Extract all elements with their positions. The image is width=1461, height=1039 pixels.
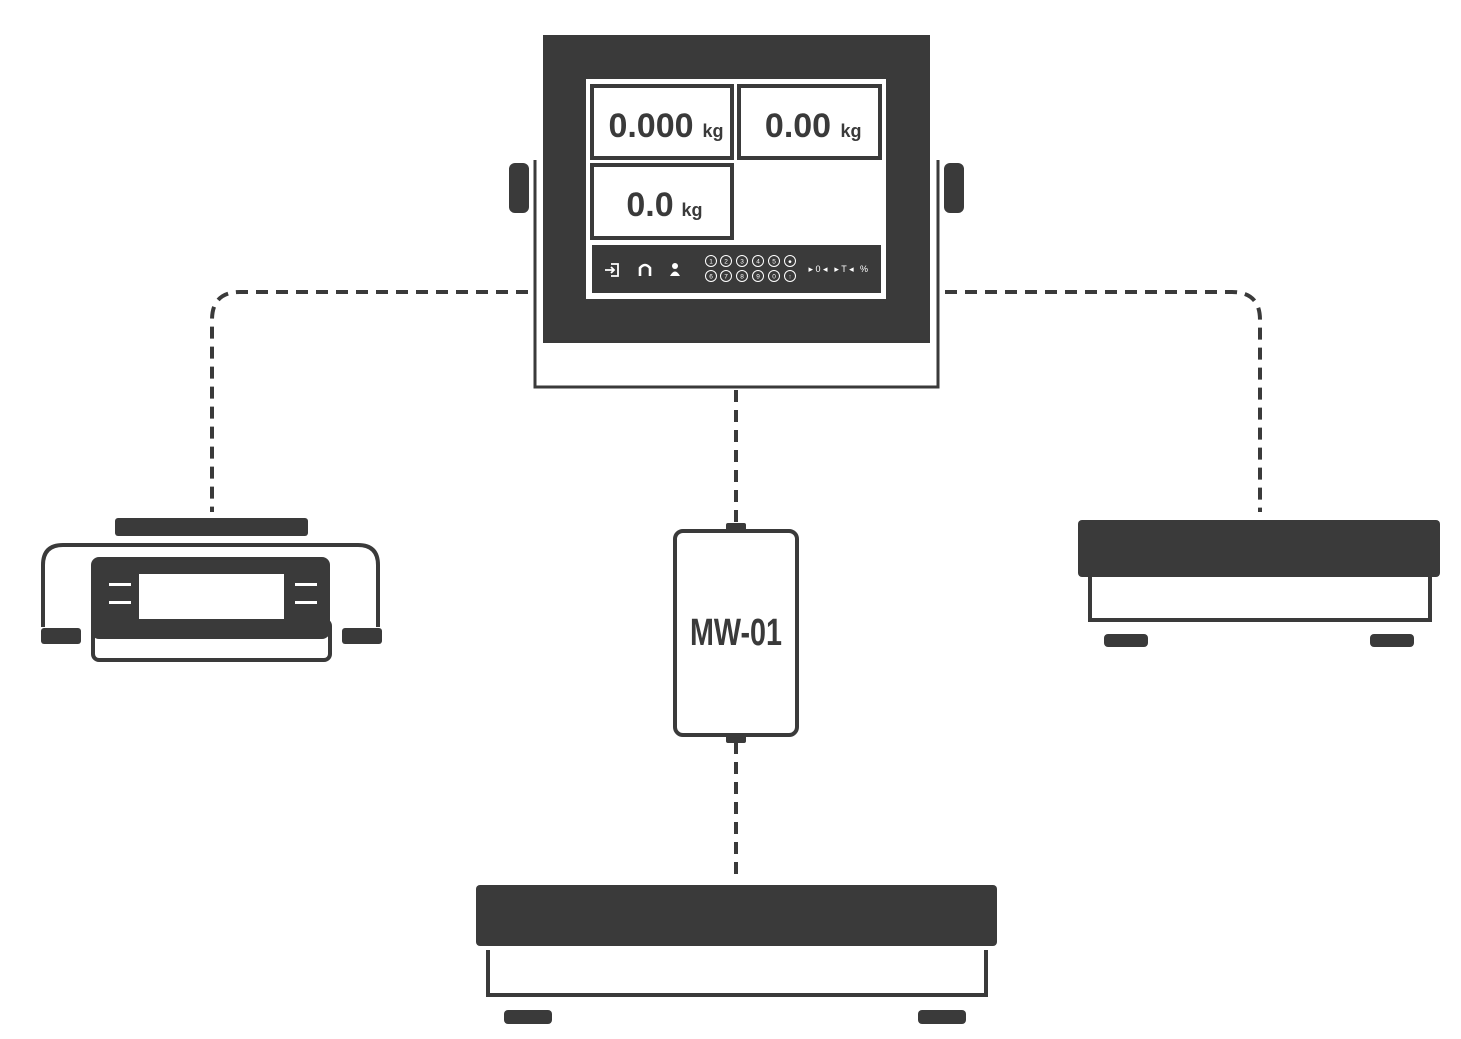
- balance-frame: [41, 543, 380, 627]
- readout-value-3: 0.0: [626, 186, 673, 224]
- platform-button[interactable]: ●: [784, 255, 796, 267]
- mw01-module: MW-01: [673, 523, 799, 743]
- scale-right-platform: [1078, 520, 1440, 577]
- terminal-right-knob[interactable]: [944, 163, 964, 213]
- platform-buttons: 1 2 3 4 5 ● 6 7 8 9 0 ↑: [705, 255, 796, 282]
- svg-text:2: 2: [724, 259, 728, 266]
- balance-key-right-top[interactable]: [295, 583, 317, 586]
- platform-button[interactable]: 7: [720, 270, 732, 282]
- platform-scale-bottom: [476, 885, 997, 1024]
- balance-display: [139, 574, 284, 619]
- precision-balance: [41, 518, 382, 662]
- svg-text:8: 8: [740, 274, 744, 281]
- zero-indicator: ▸ 0 ◂: [808, 264, 828, 274]
- balance-foot-left: [41, 628, 81, 644]
- weighing-terminal: 0.000 kg 0.00 kg 0.0 kg 1 2 3 4: [509, 35, 964, 389]
- platform-button[interactable]: ↑: [784, 270, 796, 282]
- connection-wires: [210, 290, 1262, 880]
- scale-bottom-frame: [486, 950, 988, 997]
- logout-icon[interactable]: [605, 263, 619, 277]
- balance-key-left-top[interactable]: [109, 583, 131, 586]
- platform-scale-right: [1078, 520, 1440, 647]
- balance-pan: [115, 518, 308, 536]
- scale-right-frame: [1088, 577, 1432, 622]
- scale-bottom-platform: [476, 885, 997, 946]
- scale-bottom-foot-right: [918, 1010, 966, 1024]
- readout-box-1[interactable]: [590, 84, 734, 160]
- readout-unit-1: kg: [702, 121, 723, 141]
- svg-text:3: 3: [740, 259, 744, 266]
- module-label: MW-01: [690, 612, 782, 654]
- tare-indicator: ▸ T ◂: [834, 264, 854, 274]
- scale-bottom-foot-left: [504, 1010, 552, 1024]
- platform-button[interactable]: 0: [768, 270, 780, 282]
- svg-text:4: 4: [756, 259, 760, 266]
- balance-foot-right: [342, 628, 382, 644]
- svg-text:1: 1: [709, 259, 713, 266]
- scale-right-foot-left: [1104, 634, 1148, 647]
- readout-box-3[interactable]: [590, 163, 734, 240]
- module-body: [673, 529, 799, 737]
- svg-text:6: 6: [709, 274, 713, 281]
- balance-key-right-bottom[interactable]: [295, 601, 317, 604]
- svg-text:↑: ↑: [788, 274, 791, 281]
- wire-right: [945, 290, 1262, 512]
- readout-box-2[interactable]: [737, 84, 882, 160]
- terminal-stand: [533, 160, 940, 389]
- svg-text:9: 9: [756, 274, 760, 281]
- svg-text:0: 0: [772, 274, 776, 281]
- svg-text:5: 5: [772, 259, 776, 266]
- platform-button[interactable]: 9: [752, 270, 764, 282]
- platform-button[interactable]: 5: [768, 255, 780, 267]
- svg-text:●: ●: [788, 259, 792, 266]
- readout-unit-2: kg: [840, 121, 861, 141]
- readout-value-2: 0.00: [765, 107, 831, 145]
- platform-button[interactable]: 2: [720, 255, 732, 267]
- readout-value-1: 0.000: [608, 107, 693, 145]
- home-icon[interactable]: [638, 263, 652, 276]
- platform-button[interactable]: 3: [736, 255, 748, 267]
- terminal-left-knob[interactable]: [509, 163, 529, 213]
- svg-text:7: 7: [724, 274, 728, 281]
- platform-button[interactable]: 1: [705, 255, 717, 267]
- platform-button[interactable]: 4: [752, 255, 764, 267]
- stability-indicator: %: [860, 264, 868, 274]
- wire-left: [210, 290, 528, 512]
- platform-button[interactable]: 6: [705, 270, 717, 282]
- readout-unit-3: kg: [681, 200, 702, 220]
- platform-button[interactable]: 8: [736, 270, 748, 282]
- user-icon[interactable]: [670, 263, 680, 276]
- balance-key-left-bottom[interactable]: [109, 601, 131, 604]
- scale-right-foot-right: [1370, 634, 1414, 647]
